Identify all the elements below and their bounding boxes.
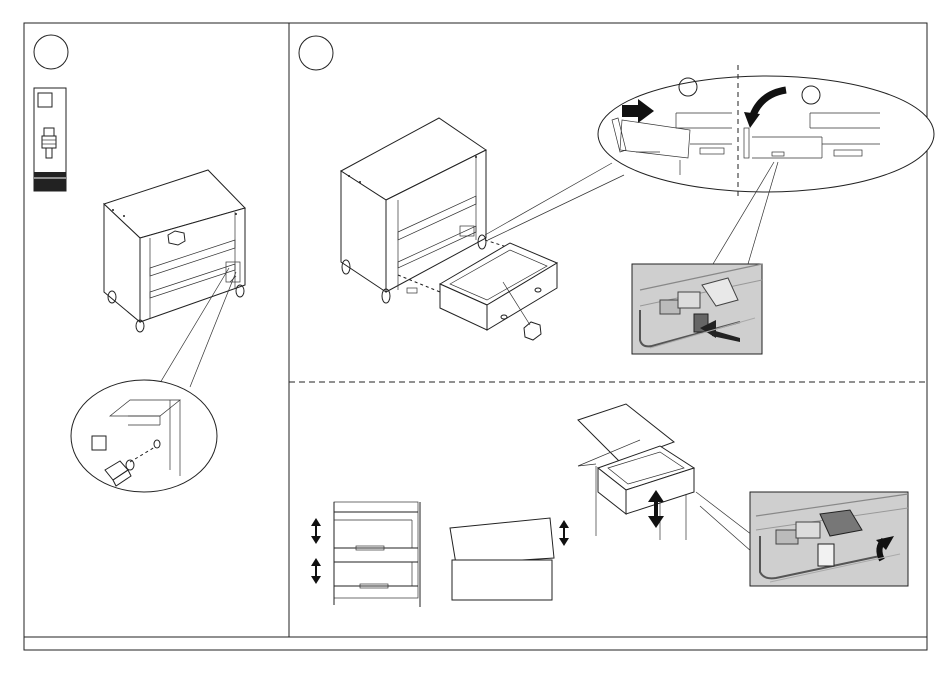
drawer-slide-insertion-detail [598, 65, 934, 196]
dowel-part-box [34, 88, 66, 191]
slide-lever-photo [632, 264, 762, 354]
drawer-height-adjust [578, 404, 694, 540]
right-top-panel [299, 36, 934, 354]
drawer-front-alignment [450, 518, 569, 600]
hex-nut-icon [524, 322, 541, 340]
drawer-gap-check [311, 502, 420, 607]
left-panel [34, 35, 245, 492]
arrow-updown-icon [311, 518, 321, 544]
arrow-updown-icon [559, 520, 569, 546]
cabinet-left [104, 170, 245, 332]
step-circle-left [34, 35, 68, 69]
dowel-insertion-detail [71, 380, 217, 492]
right-bottom-panel [311, 404, 908, 607]
arrow-updown-icon [311, 558, 321, 584]
slide-lever-adjust-photo [750, 492, 908, 586]
step-circle-right [299, 36, 333, 70]
